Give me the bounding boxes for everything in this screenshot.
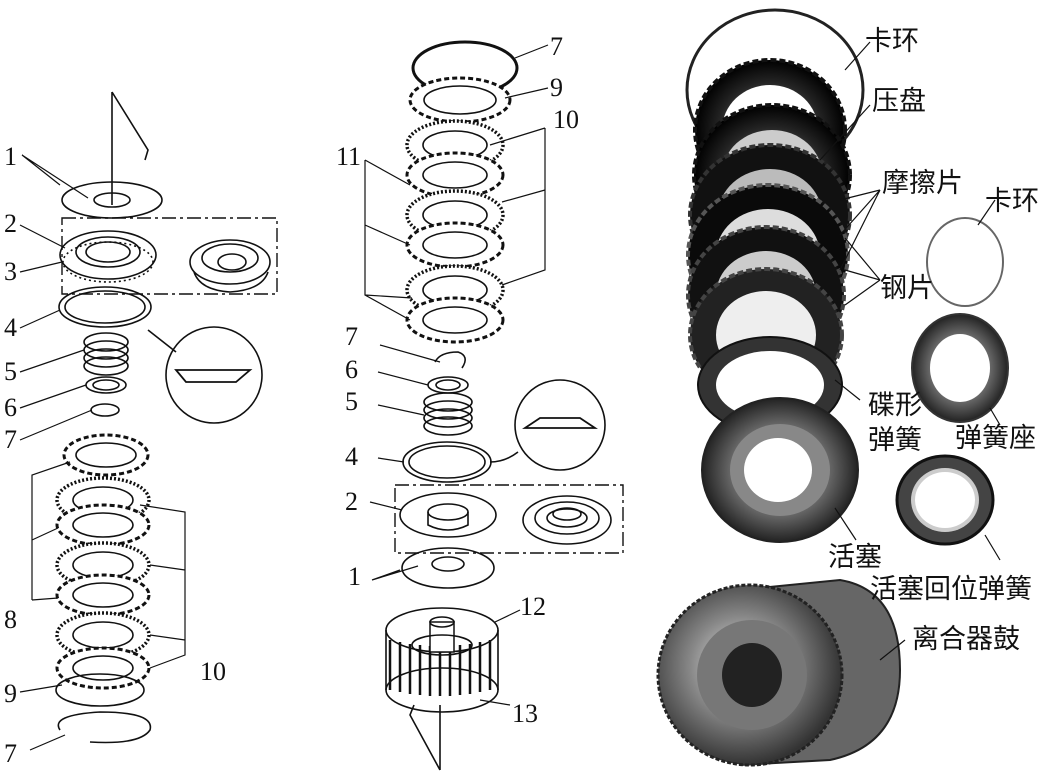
- callout-disc-spring-line2: 弹簧: [868, 425, 922, 456]
- part-1-mid-washer: [401, 547, 495, 589]
- middle-clutch-pack: [405, 119, 505, 344]
- label-mid-13: 13: [512, 699, 538, 728]
- callout-clutch-drum: 离合器鼓: [912, 624, 1020, 655]
- label-left-4: 4: [4, 313, 17, 342]
- callout-piston: 活塞: [828, 542, 882, 573]
- mid-piston-detail-inset: [522, 495, 612, 545]
- part-2-piston: [59, 230, 157, 280]
- label-left-1: 1: [4, 142, 17, 171]
- callout-snap-ring-top: 卡环: [865, 26, 919, 57]
- photo-clutch-drum: [656, 578, 902, 767]
- label-mid-1: 1: [348, 562, 361, 591]
- shaft-arrow-top: [111, 91, 149, 205]
- left-exploded-diagram: 1 2 3 4 5 6 7 8 9 10 7: [4, 91, 278, 768]
- mid-seal-section-magnifier: [514, 379, 606, 471]
- label-mid-12: 12: [520, 592, 546, 621]
- seal-section-magnifier: [165, 326, 263, 424]
- callout-spring-seat: 弹簧座: [955, 423, 1036, 454]
- label-mid-5: 5: [345, 387, 358, 416]
- label-mid-9: 9: [550, 73, 563, 102]
- label-mid-7: 7: [345, 322, 358, 351]
- part-4-seal-ring: [58, 286, 152, 328]
- label-left-10: 10: [200, 657, 226, 686]
- photo-piston: [701, 397, 859, 543]
- mid-detail-box-piston: [394, 484, 624, 554]
- label-left-5: 5: [4, 357, 17, 386]
- clutch-parts-photo: 卡环 压盘 摩擦片 卡环 钢片 碟形 弹簧 弹簧座 活塞 活塞回位弹簧 离合器鼓: [656, 8, 1039, 767]
- label-mid-2: 2: [345, 487, 358, 516]
- label-left-6: 6: [4, 393, 17, 422]
- part-4-mid-seal-ring: [402, 441, 492, 483]
- label-left-8: 8: [4, 605, 17, 634]
- callout-steel-plates: 钢片: [880, 273, 934, 304]
- label-left-7: 7: [4, 425, 17, 454]
- piston-detail-inset: [189, 239, 271, 293]
- part-5-return-spring: [83, 332, 129, 376]
- part-9-pressure-plate: [408, 76, 512, 124]
- photo-snap-ring-right: [926, 217, 1004, 307]
- middle-exploded-diagram: 7 9 10 11 7 6 5 4 2 1 12 13: [336, 32, 624, 771]
- label-left-3: 3: [4, 257, 17, 286]
- label-mid-6: 6: [345, 355, 358, 384]
- label-mid-7-top: 7: [550, 32, 563, 61]
- part-7-mid-snap-ring: [434, 351, 466, 369]
- part-7-bottom-snap-ring: [57, 711, 152, 744]
- part-12-13-drum-hub: [385, 607, 499, 713]
- label-mid-4: 4: [345, 442, 358, 471]
- photo-plate-stack: [686, 58, 852, 403]
- label-left-7-bottom: 7: [4, 739, 17, 768]
- part-5-mid-return-spring: [423, 392, 473, 436]
- part-7-snap-ring: [90, 403, 120, 417]
- label-mid-11: 11: [336, 142, 361, 171]
- callout-friction-plates: 摩擦片: [882, 168, 963, 199]
- callout-disc-spring-line1: 碟形: [868, 390, 922, 421]
- callout-snap-ring-right: 卡环: [985, 186, 1039, 217]
- shaft-arrow-bottom: [409, 704, 441, 771]
- label-mid-10: 10: [553, 105, 579, 134]
- callout-piston-return-spring: 活塞回位弹簧: [870, 574, 1032, 605]
- callout-pressure-plate: 压盘: [872, 86, 926, 117]
- label-left-2: 2: [4, 209, 17, 238]
- part-2-mid-piston: [399, 492, 497, 538]
- label-left-9: 9: [4, 679, 17, 708]
- detail-box-piston: [61, 217, 278, 295]
- left-clutch-pack: [55, 433, 151, 707]
